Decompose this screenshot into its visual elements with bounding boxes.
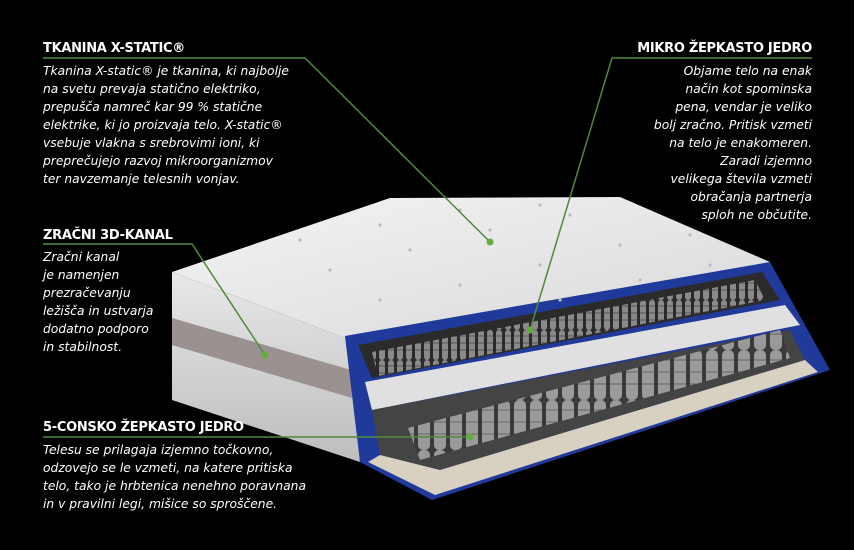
leader-lines [43,57,812,438]
callout-text-3d-air-channel: Zračni kanal je namenjen prezračevanju l… [43,250,154,354]
callout-title-3d-air-channel: ZRAČNI 3D-KANAL [43,228,173,243]
leader-dots [261,238,534,441]
callout-text-x-static: Tkanina X-static® je tkanina, ki najbolj… [43,64,289,186]
mattress-body [172,197,830,500]
callout-title-micro-pocket-core: MIKRO ŽEPKASTO JEDRO [637,41,812,56]
callout-title-x-static: TKANINA X-STATIC® [43,41,185,56]
callout-text-micro-pocket-core: Objame telo na enak način kot spominska … [653,64,812,222]
callout-text-5-zone-pocket-core: Telesu se prilagaja izjemno točkovno, od… [43,443,306,511]
callout-title-5-zone-pocket-core: 5-CONSKO ŽEPKASTO JEDRO [43,420,244,435]
